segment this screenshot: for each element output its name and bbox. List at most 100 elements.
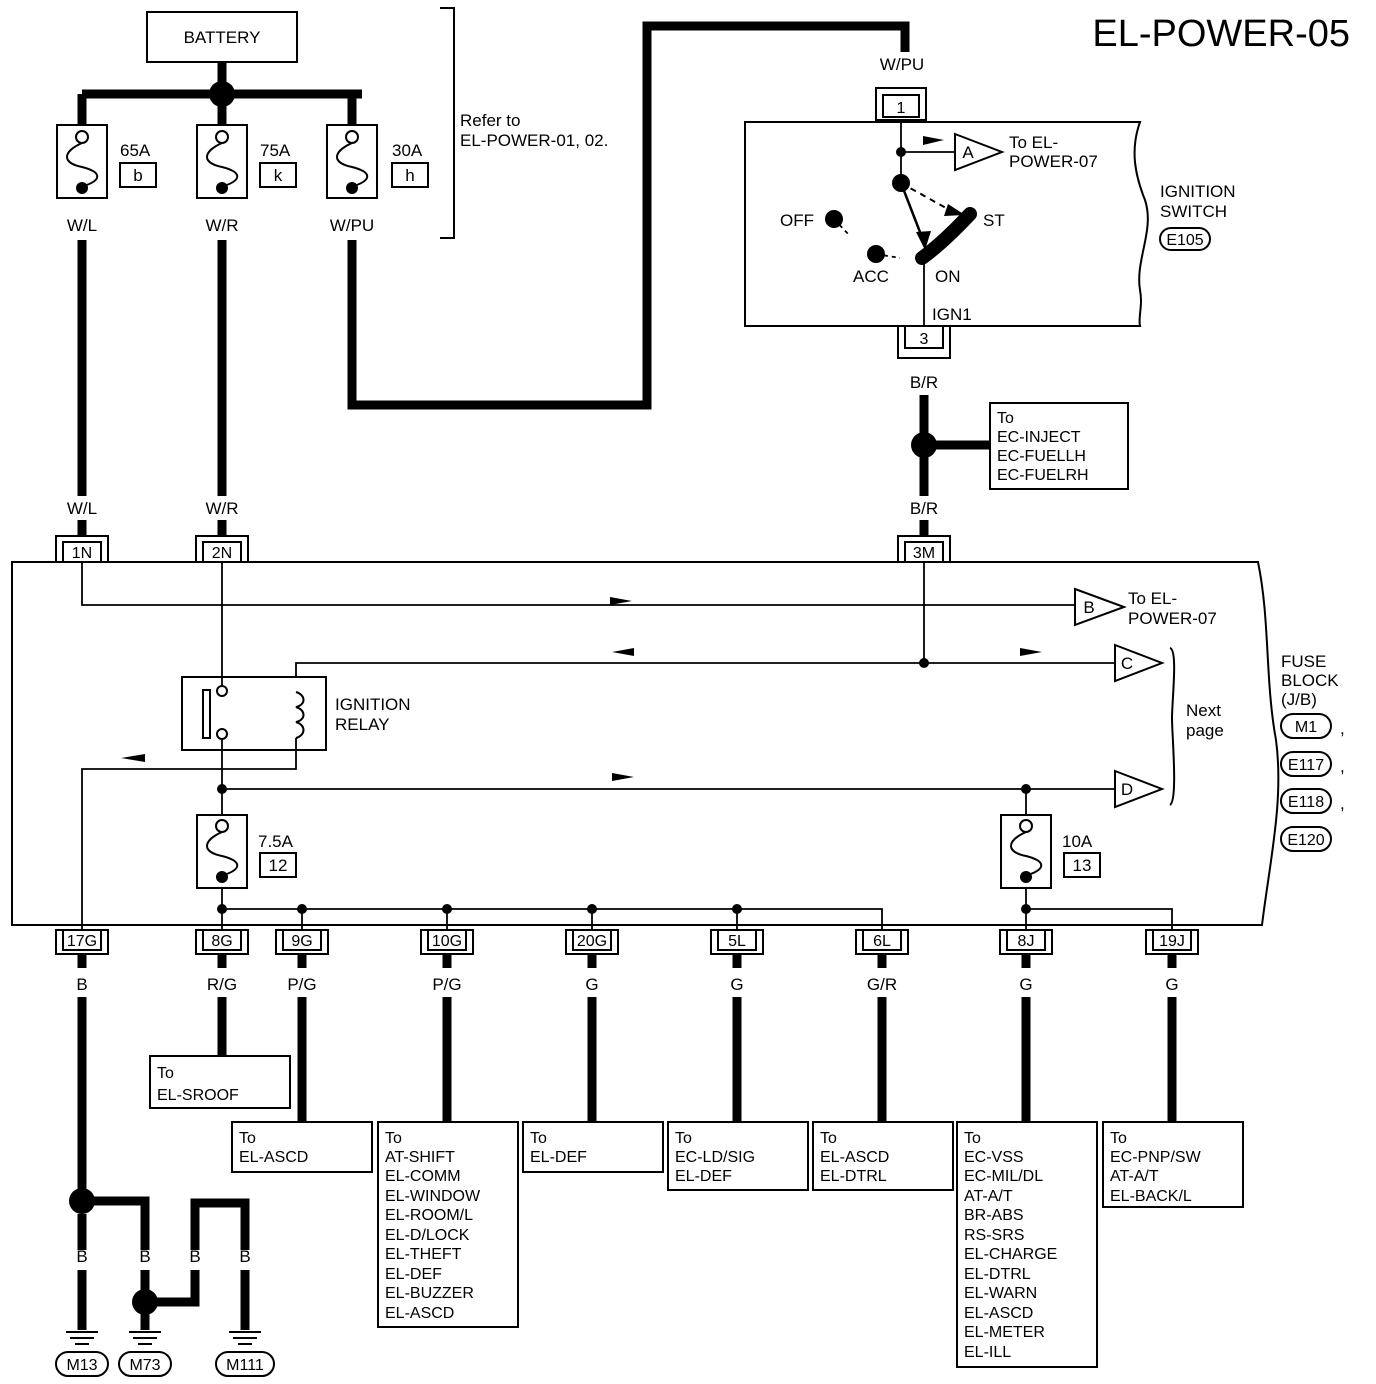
connector-1n: 1N [55, 535, 109, 563]
wire-19j: G [1165, 975, 1178, 994]
wire-wl-bottom: W/L [67, 499, 97, 518]
wire-br-bottom: B/R [910, 499, 938, 518]
bottom-connector-5l: 5L [710, 929, 764, 955]
dest-box-def: To EL-DEF [522, 1121, 664, 1173]
wire-5l: G [730, 975, 743, 994]
svg-text:19J: 19J [1159, 933, 1185, 950]
fuse-block-outline [11, 561, 1280, 926]
svg-text:EL-CHARGE: EL-CHARGE [964, 1246, 1057, 1263]
wire-wpu-route [347, 21, 910, 410]
refer-bracket [440, 7, 455, 239]
svg-text:E117: E117 [1288, 757, 1324, 774]
relay-line1: IGNITION [335, 695, 411, 714]
ground-m13 [55, 1351, 109, 1377]
dest-box-dtrl: To EL-ASCD EL-DTRL [812, 1121, 954, 1191]
svg-text:10G: 10G [432, 933, 462, 950]
fuse-65a-amp: 65A [120, 141, 151, 160]
svg-text:EL-WINDOW: EL-WINDOW [385, 1188, 481, 1205]
svg-text:AT-A/T: AT-A/T [1110, 1168, 1159, 1185]
battery: BATTERY [146, 11, 298, 63]
svg-text:EC-LD/SIG: EC-LD/SIG [675, 1149, 755, 1166]
svg-text:3M: 3M [913, 545, 935, 562]
fusible-link-30a: 30A h W/PU [326, 124, 429, 235]
refer-note-line1: Refer to [460, 111, 520, 130]
wire-8g: R/G [207, 975, 237, 994]
svg-text:M73: M73 [129, 1357, 160, 1374]
battery-label: BATTERY [184, 28, 261, 47]
fuse-30a-id: h [405, 166, 414, 185]
svg-text:EL-THEFT: EL-THEFT [385, 1246, 462, 1263]
svg-text:EC-MIL/DL: EC-MIL/DL [964, 1168, 1043, 1185]
dest-box-sroof: To EL-SROOF [149, 1055, 291, 1109]
wire-wr-top: W/R [205, 216, 238, 235]
bottom-connector-17g: 17G [55, 929, 109, 955]
ec-destination-box: To EC-INJECT EC-FUELLH EC-FUELRH [989, 402, 1129, 490]
bottom-connector-19j: 19J [1145, 929, 1199, 955]
bottom-connector-6l: 6L [855, 929, 909, 955]
ground-m111 [215, 1351, 275, 1377]
svg-text:EL-ASCD: EL-ASCD [964, 1305, 1033, 1322]
svg-text:EL-ASCD: EL-ASCD [239, 1149, 308, 1166]
dest-box-ascd: To EL-ASCD [231, 1121, 373, 1173]
next-page-line1: Next [1186, 701, 1221, 720]
fuse-13-amp: 10A [1062, 832, 1093, 851]
wire-wpu-top: W/PU [330, 216, 374, 235]
next-page-line2: page [1186, 721, 1224, 740]
ign-pos-on: ON [935, 267, 961, 286]
svg-text:8J: 8J [1018, 933, 1035, 950]
refer-note-line2: EL-POWER-01, 02. [460, 131, 608, 150]
bottom-connector-20g: 20G [565, 929, 619, 955]
arrow-b-line1: To EL- [1128, 589, 1177, 608]
svg-text:EC-PNP/SW: EC-PNP/SW [1110, 1149, 1202, 1166]
dest-box-vss: To EC-VSS EC-MIL/DL AT-A/T BR-ABS RS-SRS… [956, 1121, 1098, 1368]
svg-text:2N: 2N [212, 545, 232, 562]
svg-text:EC-INJECT: EC-INJECT [997, 429, 1081, 446]
svg-text:AT-A/T: AT-A/T [964, 1188, 1013, 1205]
ground-m73 [118, 1351, 172, 1377]
svg-text:EL-WARN: EL-WARN [964, 1285, 1037, 1302]
svg-text:EL-ASCD: EL-ASCD [820, 1149, 889, 1166]
fuse-13-id: 13 [1073, 856, 1092, 875]
ign-pos-acc: ACC [853, 267, 889, 286]
arrow-d-letter: D [1121, 780, 1133, 799]
svg-text:EC-VSS: EC-VSS [964, 1149, 1024, 1166]
svg-text:To: To [385, 1130, 402, 1147]
svg-text:EL-D/LOCK: EL-D/LOCK [385, 1227, 470, 1244]
wire-10g: P/G [432, 975, 461, 994]
ign-pin-1: 1 [897, 100, 906, 117]
svg-text:,: , [1340, 719, 1345, 738]
svg-text:B: B [139, 1247, 150, 1266]
svg-text:EL-COMM: EL-COMM [385, 1168, 461, 1185]
arrow-c-letter: C [1121, 654, 1133, 673]
svg-text:6L: 6L [873, 933, 891, 950]
svg-text:B: B [189, 1247, 200, 1266]
svg-text:EL-DEF: EL-DEF [385, 1266, 442, 1283]
ignition-switch: 1 A To EL- POWER-07 OFF ACC ON ST IGN1 3… [744, 87, 1236, 359]
arrow-a-line2: POWER-07 [1009, 152, 1098, 171]
svg-text:To: To [820, 1130, 837, 1147]
svg-text:EL-DEF: EL-DEF [675, 1168, 732, 1185]
svg-text:8G: 8G [211, 933, 232, 950]
wire-6l: G/R [867, 975, 897, 994]
diagram-title: EL-POWER-05 [1092, 13, 1350, 55]
svg-text:EL-SROOF: EL-SROOF [157, 1087, 239, 1104]
wire-wr-bottom: W/R [205, 499, 238, 518]
ign-title-line1: IGNITION [1160, 182, 1236, 201]
svg-text:,: , [1340, 757, 1345, 776]
svg-text:EL-ASCD: EL-ASCD [385, 1305, 454, 1322]
svg-text:To: To [239, 1130, 256, 1147]
fuse-65a-id: b [133, 166, 142, 185]
svg-text:B: B [239, 1247, 250, 1266]
svg-text:EC-FUELLH: EC-FUELLH [997, 448, 1086, 465]
arrow-a-letter: A [962, 143, 974, 162]
svg-text:EL-ILL: EL-ILL [964, 1344, 1011, 1361]
svg-text:E120: E120 [1287, 832, 1324, 849]
svg-text:EL-DEF: EL-DEF [530, 1149, 587, 1166]
svg-text:EL-BUZZER: EL-BUZZER [385, 1285, 474, 1302]
svg-text:To: To [964, 1130, 981, 1147]
ign-pos-off: OFF [780, 211, 814, 230]
fuse-12-amp: 7.5A [258, 832, 294, 851]
bottom-connector-8g: 8G [195, 929, 249, 955]
fusible-link-65a: 65A b W/L [56, 124, 157, 235]
svg-text:EC-FUELRH: EC-FUELRH [997, 467, 1089, 484]
